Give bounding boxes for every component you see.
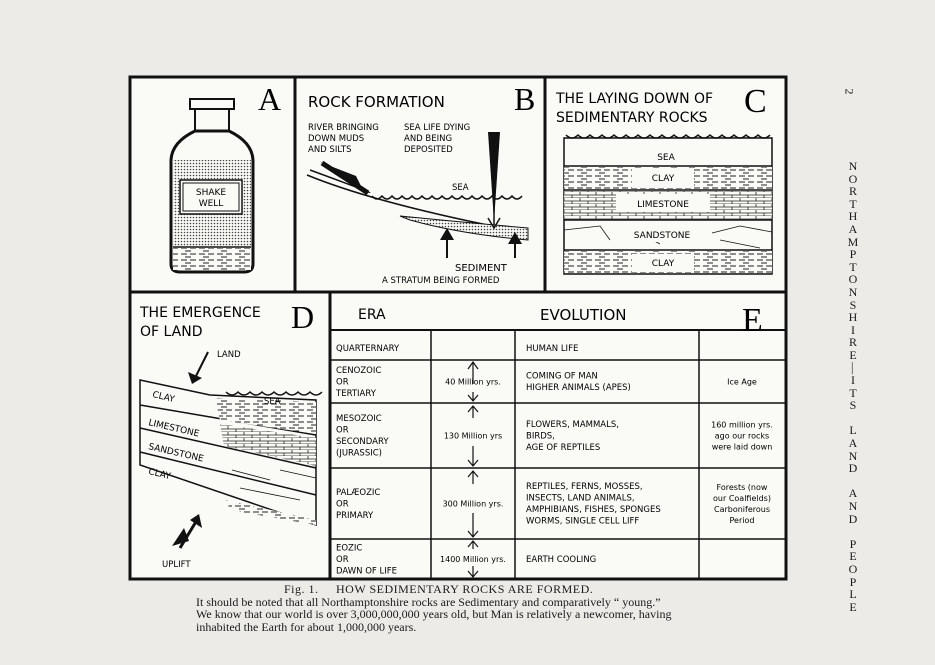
note-cell: ago our rocks xyxy=(715,431,769,440)
evolution-cell: AMPHIBIANS, FISHES, SPONGES xyxy=(526,505,661,515)
era-cell: OR xyxy=(336,499,349,509)
panel-c-letter: C xyxy=(744,83,767,120)
evolution-cell: REPTILES, FERNS, MOSSES, xyxy=(526,482,643,492)
panel-c-title-2: SEDIMENTARY ROCKS xyxy=(556,110,708,126)
figure-caption: Fig. 1. HOW SEDIMENTARY ROCKS ARE FORMED… xyxy=(196,583,756,633)
caption-line-1: It should be noted that all Northamptons… xyxy=(196,594,661,609)
evolution-cell: AGE OF REPTILES xyxy=(526,443,600,453)
panel-b-diagram xyxy=(306,132,529,258)
panel-d-title-2: OF LAND xyxy=(140,324,202,340)
panel-c-title-1: THE LAYING DOWN OF xyxy=(555,91,713,107)
evolution-cell: HUMAN LIFE xyxy=(526,344,578,354)
sealife-label-1: SEA LIFE DYING xyxy=(404,123,470,133)
era-cell: (JURASSIC) xyxy=(336,449,382,459)
river-label-3: AND SILTS xyxy=(308,145,351,155)
duration-cell: 1400 Million yrs. xyxy=(440,555,506,564)
era-cell: PALÆOZIC xyxy=(336,488,380,498)
era-cell: SECONDARY xyxy=(336,437,389,447)
evolution-cell: FLOWERS, MAMMALS, xyxy=(526,420,619,430)
bottle-label-line1: SHAKE xyxy=(196,188,227,198)
era-cell: CENOZOIC xyxy=(336,366,381,376)
panel-d-title-1: THE EMERGENCE xyxy=(139,305,261,321)
note-cell: Period xyxy=(730,516,755,525)
river-label-1: RIVER BRINGING xyxy=(308,123,379,133)
panel-b-title: ROCK FORMATION xyxy=(308,93,445,111)
note-cell: our Coalfields) xyxy=(713,494,771,503)
duration-cell: 40 Million yrs. xyxy=(445,377,501,386)
panel-c-layer-limestone: LIMESTONE xyxy=(637,200,689,210)
evolution-cell: INSECTS, LAND ANIMALS, xyxy=(526,494,635,504)
caption-line-3: inhabited the Earth for about 1,000,000 … xyxy=(196,619,417,634)
note-cell: 160 million yrs. xyxy=(711,420,773,429)
evolution-table-grid xyxy=(330,329,786,579)
bottle-label-line2: WELL xyxy=(199,199,224,209)
panel-e-letter: E xyxy=(742,302,763,339)
stratum-label: A STRATUM BEING FORMED xyxy=(382,276,500,286)
era-cell: MESOZOIC xyxy=(336,414,382,424)
era-cell: QUARTERNARY xyxy=(336,344,400,354)
sealife-label-3: DEPOSITED xyxy=(404,145,453,155)
evolution-cell: BIRDS, xyxy=(526,431,555,441)
evolution-cell: COMING OF MAN xyxy=(526,372,598,382)
evolution-column-header: EVOLUTION xyxy=(540,306,626,324)
era-cell: OR xyxy=(336,426,349,436)
caption-title: Fig. 1. HOW SEDIMENTARY ROCKS ARE FORMED… xyxy=(284,582,594,596)
evolution-cell: EARTH COOLING xyxy=(526,555,596,565)
sealife-label-2: AND BEING xyxy=(404,134,452,144)
panel-c-layer-sandstone: SANDSTONE xyxy=(634,231,691,241)
panel-c-layer-sea: SEA xyxy=(657,153,675,163)
panel-c-layer-clay-bottom: CLAY xyxy=(652,259,675,269)
evolution-cell: HIGHER ANIMALS (APES) xyxy=(526,383,631,393)
note-cell: Forests (now xyxy=(717,483,768,492)
era-cell: DAWN OF LIFE xyxy=(336,566,397,576)
era-column-header: ERA xyxy=(358,307,386,323)
era-cell: TERTIARY xyxy=(335,389,377,399)
panel-b-sea-label: SEA xyxy=(452,183,469,193)
panel-c-layer-clay-top: CLAY xyxy=(652,174,675,184)
panel-d-land-label: LAND xyxy=(217,350,241,360)
duration-cell: 130 Million yrs xyxy=(444,431,502,440)
evolution-cell: WORMS, SINGLE CELL LIFF xyxy=(526,517,639,527)
sediment-label: SEDIMENT xyxy=(455,263,508,274)
era-cell: OR xyxy=(336,377,349,387)
uplift-label: UPLIFT xyxy=(162,560,191,570)
river-label-2: DOWN MUDS xyxy=(308,134,364,144)
time-arrows xyxy=(467,360,479,578)
panel-c-strata xyxy=(563,133,773,275)
era-cell: PRIMARY xyxy=(336,511,374,521)
panel-d-strata xyxy=(139,351,323,549)
caption-line-2: We know that our world is over 3,000,000… xyxy=(196,607,672,621)
panel-b-letter: B xyxy=(514,81,535,117)
era-cell: OR xyxy=(336,555,349,565)
note-cell: were laid down xyxy=(712,442,773,451)
era-cell: EOZIC xyxy=(336,543,362,553)
panel-a-bottle xyxy=(169,98,255,274)
panel-d-sea-label: SEA xyxy=(264,397,281,407)
panel-a-letter: A xyxy=(258,81,281,117)
duration-cell: 300 Million yrs. xyxy=(443,499,504,508)
note-cell: Ice Age xyxy=(727,377,757,386)
panel-d-letter: D xyxy=(291,299,314,335)
note-cell: Carboniferous xyxy=(714,505,770,514)
